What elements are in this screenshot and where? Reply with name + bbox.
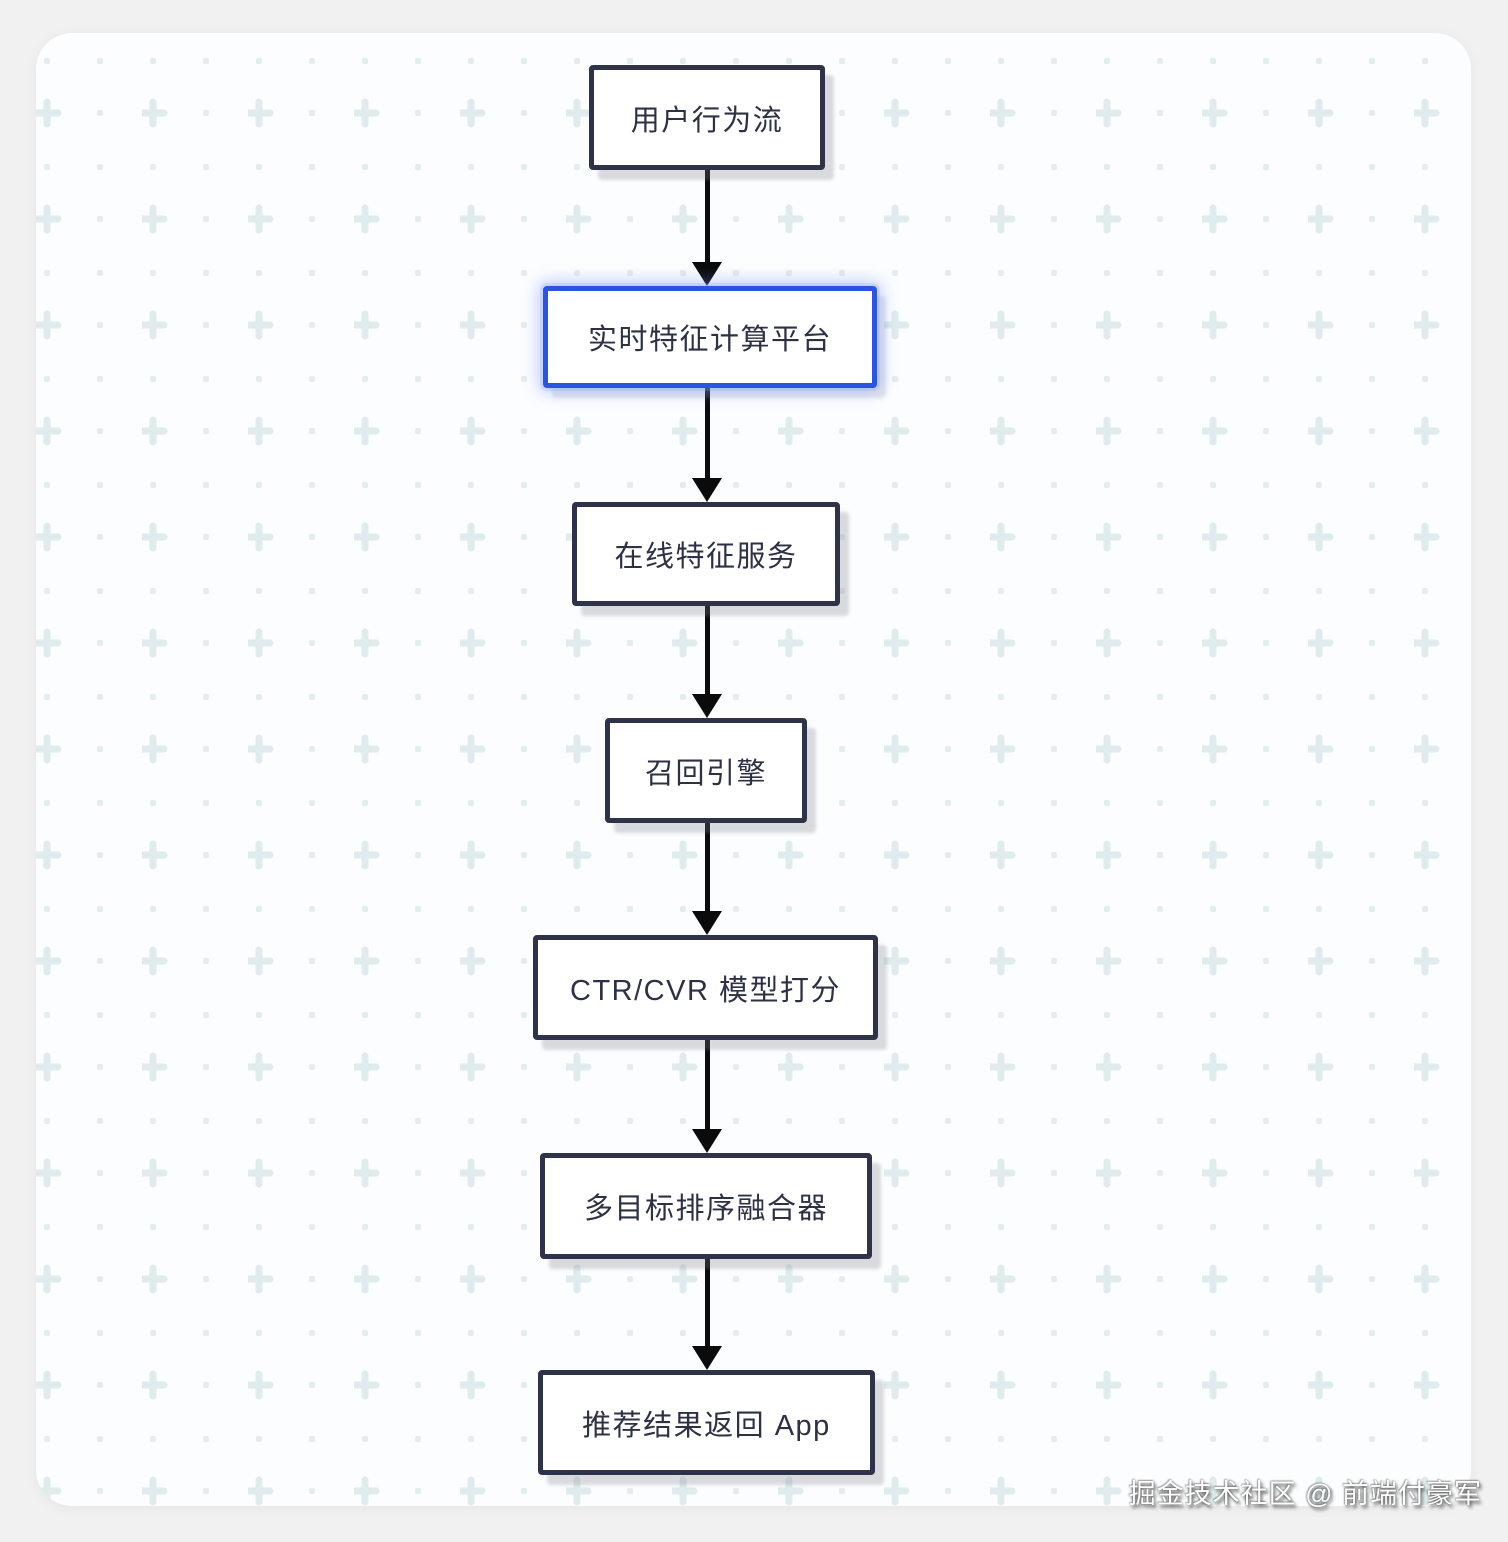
arrow-shaft (704, 170, 710, 262)
node-recall-engine: 召回引擎 (605, 718, 807, 823)
node-label: CTR/CVR 模型打分 (570, 974, 841, 1007)
flow-arrow-down (692, 606, 722, 718)
flow-arrow-down (692, 1259, 722, 1370)
arrow-shaft (704, 1259, 710, 1346)
node-realtime-feature-platform: 实时特征计算平台 (543, 286, 877, 388)
node-label: 多目标排序融合器 (583, 1193, 828, 1225)
flow-arrow-down (692, 388, 722, 502)
node-multi-objective-ranker: 多目标排序融合器 (540, 1153, 872, 1259)
watermark: 掘金技术社区 @ 前端付豪军 (1128, 1479, 1482, 1509)
node-label: 在线特征服务 (614, 541, 798, 573)
diagram-canvas: 用户行为流 实时特征计算平台 在线特征服务 召回引擎 CTR/CVR 模型打分 … (36, 33, 1471, 1506)
node-user-behavior-stream: 用户行为流 (589, 65, 825, 170)
arrow-head-icon (692, 694, 722, 718)
node-online-feature-service: 在线特征服务 (572, 502, 840, 606)
arrow-shaft (704, 606, 710, 694)
node-ctr-cvr-model-scoring: CTR/CVR 模型打分 (533, 935, 878, 1040)
arrow-head-icon (692, 1346, 722, 1370)
flow-arrow-down (692, 1040, 722, 1153)
flow-arrow-down (692, 170, 722, 286)
arrow-head-icon (692, 262, 722, 286)
arrow-shaft (704, 388, 710, 478)
arrow-head-icon (692, 1129, 722, 1153)
node-label: 实时特征计算平台 (587, 324, 832, 356)
arrow-shaft (704, 823, 710, 911)
flow-arrow-down (692, 823, 722, 935)
node-label: 用户行为流 (630, 104, 784, 137)
node-label: 召回引擎 (644, 757, 767, 790)
node-results-return-app: 推荐结果返回 App (538, 1370, 875, 1475)
arrow-shaft (704, 1040, 710, 1129)
arrow-head-icon (692, 911, 722, 935)
node-label: 推荐结果返回 App (582, 1409, 831, 1442)
arrow-head-icon (692, 478, 722, 502)
